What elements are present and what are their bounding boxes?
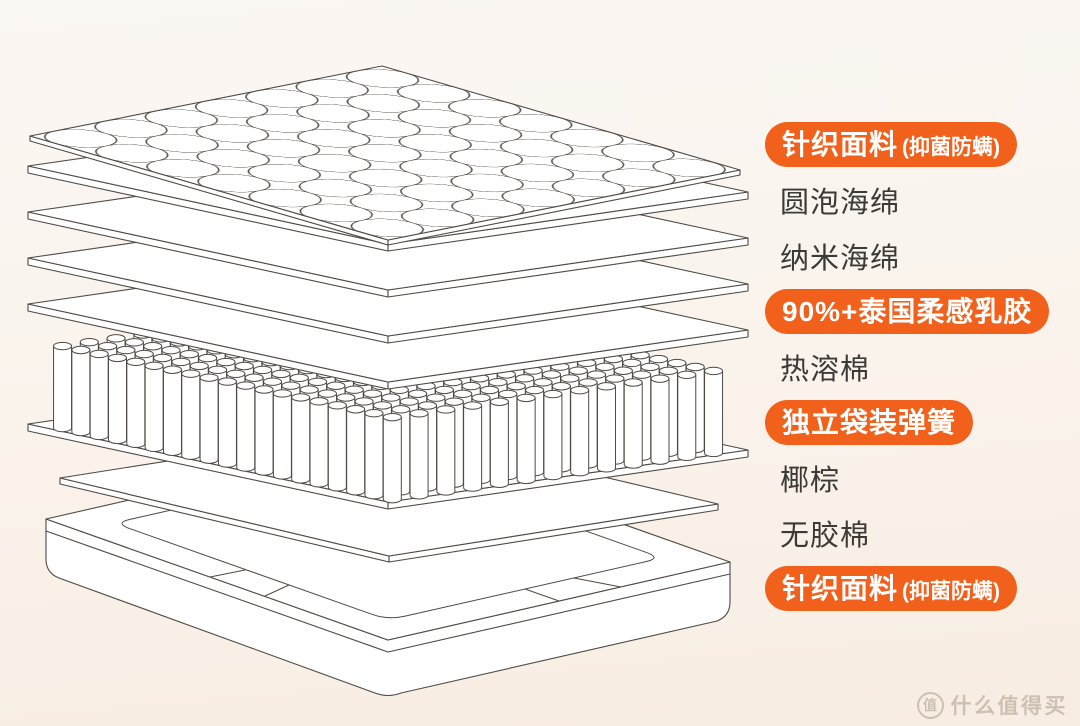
label-nano-foam: 纳米海绵 — [780, 242, 901, 275]
pill-badge: 90%+泰国柔感乳胶 — [765, 288, 1050, 334]
pill-badge: 针织面料(抑菌防螨) — [765, 566, 1018, 612]
label-hot-melt-cotton: 热溶棉 — [780, 353, 871, 386]
label-knitted-fabric-bottom: 针织面料(抑菌防螨) — [765, 561, 1049, 617]
smzdm-watermark: 值 什么值得买 — [916, 690, 1069, 720]
label-round-bubble-foam: 圆泡海绵 — [780, 187, 901, 220]
pill-badge: 独立袋装弹簧 — [765, 399, 974, 445]
label-pocket-springs: 独立袋装弹簧 — [765, 395, 1049, 451]
pill-badge-note: (抑菌防螨) — [902, 580, 1001, 604]
smzdm-watermark-text: 什么值得买 — [950, 695, 1068, 718]
layer-label-list: 针织面料(抑菌防螨) 圆泡海绵 纳米海绵 90%+泰国柔感乳胶 热溶棉 独立袋装… — [765, 117, 1050, 617]
label-coconut-palm: 椰棕 — [780, 464, 841, 497]
pill-badge-note: (抑菌防螨) — [902, 136, 1001, 160]
mattress-exploded-layers-diagram — [27, 65, 749, 697]
label-knitted-fabric-top: 针织面料(抑菌防螨) — [765, 117, 1049, 173]
smzdm-logo-icon: 值 — [916, 691, 944, 719]
pill-badge: 针织面料(抑菌防螨) — [765, 122, 1018, 168]
label-glue-free-cotton: 无胶棉 — [780, 520, 871, 553]
label-thai-soft-latex: 90%+泰国柔感乳胶 — [765, 284, 1050, 340]
